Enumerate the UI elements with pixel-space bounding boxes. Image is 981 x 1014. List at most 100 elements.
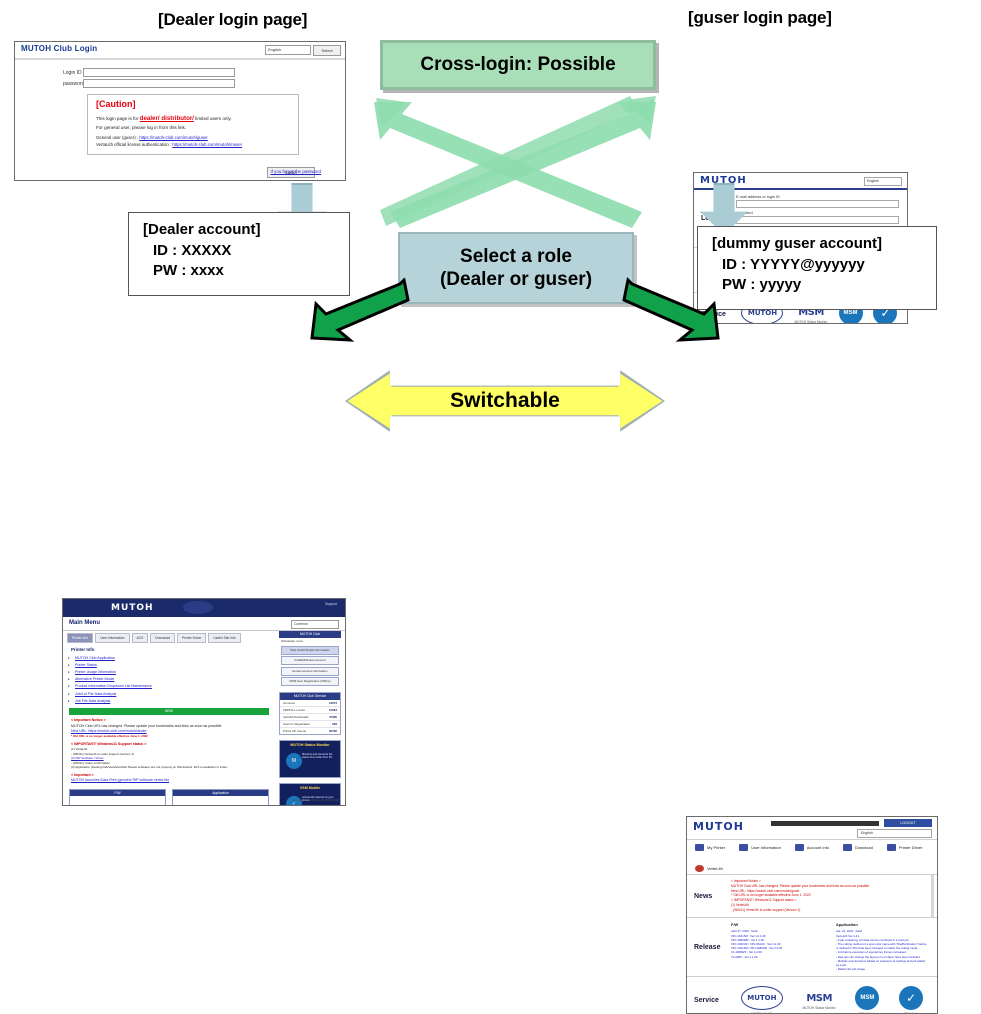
dealer-login-brand: MUTOH Club Login (21, 44, 98, 53)
service-label: Service (694, 996, 719, 1004)
tab-useful-site-info[interactable]: Useful Site Info (208, 633, 241, 643)
guser-portal-language-select[interactable]: English (857, 829, 932, 838)
portal-link[interactable]: Job/Lot File Data Analysis (63, 690, 275, 697)
vertelith-label: VertaLith official license authenticatio… (96, 141, 172, 147)
portal-link[interactable]: Printer Usage Information (63, 668, 275, 675)
portal-link[interactable]: Printer Status (63, 661, 275, 668)
dealer-login-language-select[interactable]: English (265, 45, 311, 55)
tab-printer-info[interactable]: Printer Info (67, 633, 94, 643)
stat-value: 47085 (328, 715, 337, 719)
news-item[interactable]: - (WIN11) VerteLith is under support (Ve… (731, 907, 801, 912)
nav-label: Printer Driver (898, 845, 923, 850)
release-item[interactable]: VJ-628X : Ver.1.1.00 (731, 954, 758, 959)
service-item[interactable]: MUTOH MUTOH CLUB (740, 986, 783, 1013)
stat-row: VERTALL counts 12084 (280, 707, 340, 714)
dealer-login-forgot-password-link[interactable]: If you forgot the password (270, 169, 321, 174)
tab-acs[interactable]: ACS (131, 633, 149, 643)
stat-value: 13673 (328, 701, 337, 705)
nav-label: VerteLith (707, 866, 723, 871)
stat-label: VERTALL counts (283, 708, 305, 712)
tab-user-information[interactable]: User Information (95, 633, 130, 643)
dealer-login-select-button[interactable]: Select (313, 45, 341, 56)
portal-link[interactable]: MUTOH Club Application (63, 654, 275, 661)
sidebar-item-account-edit[interactable]: Add/Edit/Delete Account (281, 656, 339, 665)
switchable-arrow: Switchable (345, 370, 665, 432)
dealer-login-header: MUTOH Club Login English Select (15, 42, 345, 60)
dealer-login-id-label: Login ID (63, 69, 82, 76)
service-item[interactable]: MSM MUTOH Status Monitor (803, 993, 836, 1010)
tab-download[interactable]: Download (150, 633, 175, 643)
stat-row: Printer Db Counts 30782 (280, 728, 340, 734)
news-scrollbar[interactable] (931, 875, 934, 918)
guser-email-input[interactable] (736, 200, 899, 208)
nav-item-printer-driver[interactable]: Printer Driver (886, 844, 923, 851)
dealer-login-body: Login ID password [Caution] This login p… (15, 60, 345, 178)
vertelith-url-link[interactable]: https://mutoh-club.com/mutoh/muser (172, 141, 243, 147)
dealer-portal-panels: F/W Application (63, 784, 275, 805)
nav-item-download[interactable]: Download (843, 844, 873, 851)
service-item[interactable]: MSM MUTOH Status Monitor (794, 307, 827, 323)
caution-line-1: This login page is for dealer/ distribut… (96, 114, 292, 124)
dealer-portal-language-select[interactable]: Common (291, 620, 339, 629)
stat-row: Users In Registration 583 (280, 721, 340, 728)
dealer-portal-subheader: Main Menu Common (63, 617, 345, 631)
guser-portal-news-section: News < Important Notice > MUTOH Club URL… (687, 874, 937, 918)
application-panel-body[interactable] (173, 796, 268, 805)
vsm-banner[interactable]: VSM Mobile ✓ Access the internet on your… (279, 783, 341, 805)
cross-login-banner: Cross-login: Possible (380, 40, 656, 90)
dealer-login-password-input[interactable] (83, 79, 235, 88)
news-content: < Important Notice > MUTOH Club URL has … (731, 875, 937, 918)
portal-link[interactable]: Product Information Dropdown List Mainte… (63, 683, 275, 690)
general-user-url-link[interactable]: https://mutoh-club.com/mutoh/guser (139, 134, 208, 140)
portal-link[interactable]: Job File Data Analysis (63, 697, 275, 704)
stat-row: Vertelith Downloads 47085 (280, 714, 340, 721)
dealer-portal-copyright: (C)Mutoh Industries Ltd. 2002-2022 (293, 798, 339, 802)
mutoh-logo: MUTOH (111, 603, 154, 613)
account-icon (794, 844, 804, 851)
sidebar-item-msm-registration[interactable]: MSM User Registration (Offline) (281, 677, 339, 686)
portal-link[interactable]: Alternative Printer Model (63, 676, 275, 683)
application-panel: Application (172, 788, 269, 805)
role-arrow-to-dealer-icon (300, 276, 412, 342)
nav-item-vertelith[interactable]: VerteLith (695, 865, 723, 872)
release-app-title: Application (836, 922, 858, 928)
stat-label: Printer Db Counts (283, 729, 306, 733)
sidebar-item-account-info[interactable]: Entries account information (281, 666, 339, 676)
release-fw-title: F/W (731, 922, 739, 928)
stats-header: MUTOH Club Service (280, 693, 340, 700)
globe-mutoh-icon: MUTOH (740, 986, 783, 1011)
new-badge: NEW (69, 708, 269, 716)
logout-button[interactable]: LOGOUT (884, 819, 932, 827)
nav-item-my-printer[interactable]: My Printer (695, 844, 725, 851)
stat-label: Accounts (283, 701, 295, 705)
slide-canvas: Cross-login: Possible [Dealer login page… (0, 0, 981, 518)
tab-printer-driver[interactable]: Printer Driver (176, 633, 207, 643)
fw-panel-body[interactable] (70, 796, 165, 805)
guser-login-language-select[interactable]: English (864, 177, 902, 186)
service-item[interactable]: ✓ VSM Mobile (899, 986, 924, 1013)
dealer-account-title: [Dealer account] (143, 221, 261, 238)
release-item: - Multiple new functions added on select… (836, 958, 926, 967)
dealer-account-id: ID : XXXXX (153, 242, 232, 259)
caution-line1-pre: This login page is for (96, 116, 140, 121)
dealer-login-id-input[interactable] (83, 68, 235, 77)
nav-item-user-information[interactable]: User Information (739, 844, 781, 851)
stat-value: 30782 (328, 729, 337, 733)
service-item[interactable]: MSM MSM Mobile (855, 986, 880, 1013)
release-fw-column: F/W April 27, 2022 : New! XPJ-1641SR : V… (731, 922, 824, 971)
guser-portal-screenshot: MUTOH LOGOUT English My Printer User Inf… (686, 816, 938, 1014)
release-content: F/W April 27, 2022 : New! XPJ-1641SR : V… (731, 918, 937, 976)
sidebar-item-ship-credit[interactable]: Ship Credit Simple Information (281, 645, 339, 655)
service-caption: MUTOH Status Monitor (802, 1005, 836, 1010)
driver-icon (886, 844, 896, 851)
caution-line1-post: limited users only. (194, 116, 232, 121)
dealer-portal-notice: < Important Notice > MUTOH Club URL has … (63, 718, 275, 783)
news-label: News (694, 892, 713, 900)
nav-item-account-info[interactable]: Account Info (794, 844, 829, 851)
guser-password-input[interactable] (736, 216, 899, 224)
msm-banner[interactable]: MUTOH Status Monitor M Monitors and conn… (279, 740, 341, 778)
download-icon (843, 844, 853, 851)
dealer-login-submit-button[interactable]: Login (267, 167, 315, 178)
guser-portal-nav: My Printer User Information Account Info… (687, 840, 937, 874)
service-icons: MUTOH MUTOH CLUB MSM MUTOH Status Monito… (731, 977, 937, 1013)
